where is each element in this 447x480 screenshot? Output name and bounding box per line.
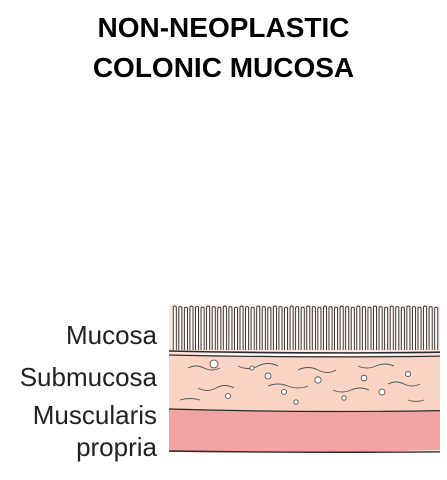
vessel-cross-section [404,371,411,378]
vessel-cross-section [341,395,347,401]
vessel-cross-section [225,393,231,399]
vessel-fibre [332,387,370,393]
crypt [345,306,350,350]
submucosa-layer [169,354,440,412]
title-line-1: NON-NEOPLASTIC [97,12,350,43]
crypt [267,306,272,350]
submucosal-cells [209,359,411,405]
colonic-crypts [172,305,439,350]
crypt [278,306,283,350]
crypt [361,306,366,350]
crypt [222,305,227,350]
vessel-fibre [197,385,235,391]
crypt [311,306,316,350]
vessel-cross-section [249,365,255,371]
title-line-2: COLONIC MUCOSA [92,52,355,83]
crypt [317,306,322,350]
layer-boundaries [168,350,441,453]
muscularis-mucosae-line [168,350,441,354]
serosa-line [168,450,441,453]
vessel-cross-section [293,399,299,405]
crypt [300,306,305,350]
crypt [289,305,294,350]
vessel-fibre [297,367,337,373]
crypt [250,306,255,350]
label-mucosa: Mucosa [65,320,157,350]
submucosa-band [169,354,440,412]
vessel-fibre [179,398,201,401]
crypt [256,305,261,350]
vessel-fibre [187,365,221,371]
crypt [322,305,327,350]
vessel-cross-section [281,389,287,395]
crypt [306,305,311,350]
crypt [350,306,355,350]
crypt [295,306,300,350]
vessel-cross-section [314,376,322,384]
muscularis-band [169,408,440,453]
crypt [200,306,205,350]
crypt [195,306,200,350]
crypt [334,306,339,350]
label-submucosa: Submucosa [19,362,157,392]
crypt [172,305,177,350]
vessel-fibre [267,383,309,389]
crypt [378,306,383,350]
crypt [183,306,188,350]
crypt [206,305,211,350]
vessel-cross-section [360,374,368,382]
submucosa-top-line [168,354,441,358]
crypt [434,306,439,350]
crypt [233,306,238,350]
crypt [406,305,411,350]
crypt [373,305,378,350]
vessel-fibre [407,399,425,402]
crypt [245,306,250,350]
crypt [228,306,233,350]
crypt [367,306,372,350]
crypt [217,306,222,350]
crypt [284,306,289,350]
crypt [239,305,244,350]
crypt [356,305,361,350]
vessel-cross-section [378,388,386,396]
vessel-fibre [237,363,279,369]
crypt [178,306,183,350]
crypt [339,305,344,350]
crypt [272,305,277,350]
crypt [417,306,422,350]
label-muscularis: Muscularis [32,400,157,430]
crypt [384,306,389,350]
crypt [261,306,266,350]
muscularis-propria-layer [169,408,440,453]
crypt [389,305,394,350]
crypt [211,306,216,350]
crypt [423,305,428,350]
crypt [411,306,416,350]
crypt [395,306,400,350]
crypt [328,306,333,350]
crypt [400,306,405,350]
muscularis-top-line [168,408,441,413]
vessel-cross-section [264,372,272,380]
colonic-wall-diagram [168,305,441,453]
label-propria: propria [76,432,157,462]
vessel-cross-section [209,359,219,369]
crypt [189,305,194,350]
crypt [428,306,433,350]
submucosal-vessels [179,363,425,402]
diagram-title: NON-NEOPLASTIC COLONIC MUCOSA [0,8,447,88]
vessel-fibre [387,381,421,387]
vessel-fibre [357,363,395,369]
